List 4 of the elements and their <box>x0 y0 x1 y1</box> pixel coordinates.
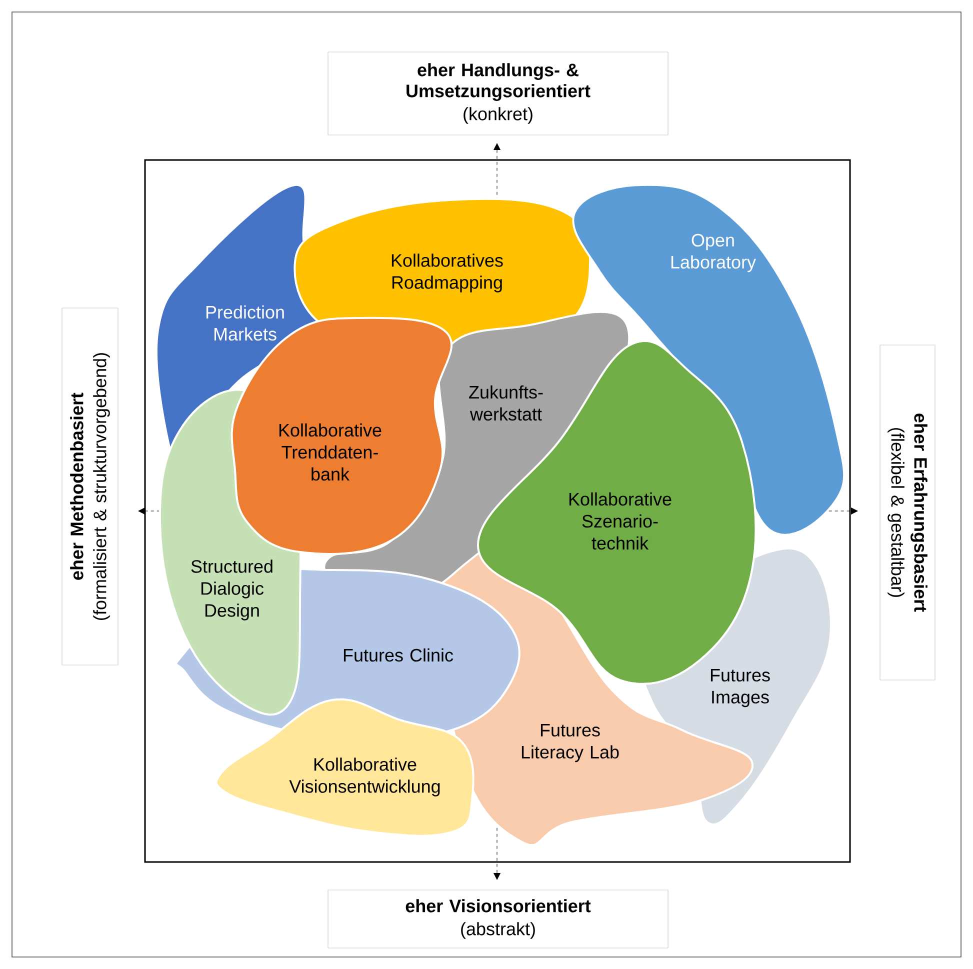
axis-label-box: eher Erfahrungsbasiert (flexibel & gestaltbar) <box>880 344 936 680</box>
axis-label-box: eher Methodenbasiert (formalisiert & strukturvorgebend) <box>62 308 118 666</box>
axis-label-box: eher Visionsorientiert (abstrakt) <box>328 890 668 948</box>
axis-label-box: eher Handlungs- & Umsetzungsorientiert (konkret) <box>328 52 668 136</box>
